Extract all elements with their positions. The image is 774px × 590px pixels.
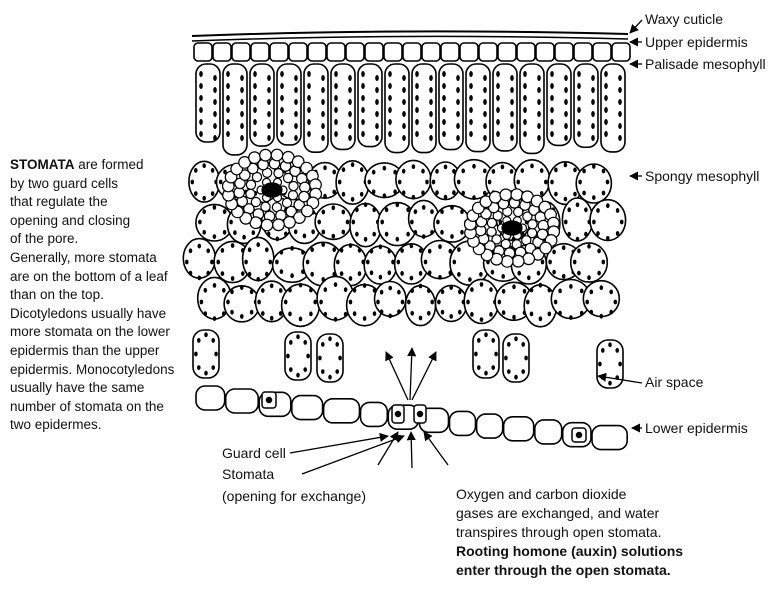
stomata-description-line: more stomata on the lower — [10, 323, 190, 342]
stomata-description-line-1: STOMATA are formed — [10, 156, 190, 175]
stomata-description-line: than on the top. — [10, 286, 190, 305]
stomata-description-line: Dicotyledons usually have — [10, 305, 190, 324]
stomata-description-line: that regulate the — [10, 193, 190, 212]
label-air-space: Air space — [645, 374, 703, 391]
auxin-note-line: Rooting homone (auxin) solutions — [456, 542, 756, 561]
auxin-note-line: enter through the open stomata. — [456, 561, 756, 580]
label-spongy-mesophyll: Spongy mesophyll — [645, 168, 759, 185]
stomata-description-line: Generally, more stomata — [10, 249, 190, 268]
waxy-cuticle-layer — [192, 31, 628, 41]
label-upper-epidermis: Upper epidermis — [645, 34, 748, 51]
label-guard-cell: Guard cell — [222, 445, 286, 462]
stomata-description-line: of the pore. — [10, 230, 190, 249]
stomata-description-line: are on the bottom of a leaf — [10, 268, 190, 287]
stomata-term: STOMATA — [10, 157, 75, 172]
gas-exchange-line: gases are exchanged, and water — [456, 504, 756, 523]
upper-epidermis-layer — [194, 43, 630, 61]
palisade-mesophyll-layer — [196, 64, 625, 155]
label-waxy-cuticle: Waxy cuticle — [645, 11, 723, 28]
stomata-description-line: epidermis. Monocotyledons — [10, 361, 190, 380]
stomata-description-line: by two guard cells — [10, 175, 190, 194]
gas-exchange-line: Oxygen and carbon dioxide — [456, 485, 756, 504]
stomata-description-line: usually have the same — [10, 379, 190, 398]
label-lower-epidermis: Lower epidermis — [645, 420, 748, 437]
label-stomata-note: (opening for exchange) — [222, 488, 366, 505]
gas-exchange-line: transpires through open stomata. — [456, 523, 756, 542]
label-palisade-mesophyll: Palisade mesophyll — [645, 56, 766, 73]
stomata-description: STOMATA are formed by two guard cells th… — [10, 156, 190, 435]
stomata-description-line: number of stomata on the — [10, 398, 190, 417]
stomata-description-line: two epidermes. — [10, 416, 190, 435]
label-stomata: Stomata — [222, 466, 274, 483]
stomata-description-line: opening and closing — [10, 212, 190, 231]
stomata-description-line: epidermis than the upper — [10, 342, 190, 361]
gas-exchange-description: Oxygen and carbon dioxide gases are exch… — [456, 485, 756, 580]
